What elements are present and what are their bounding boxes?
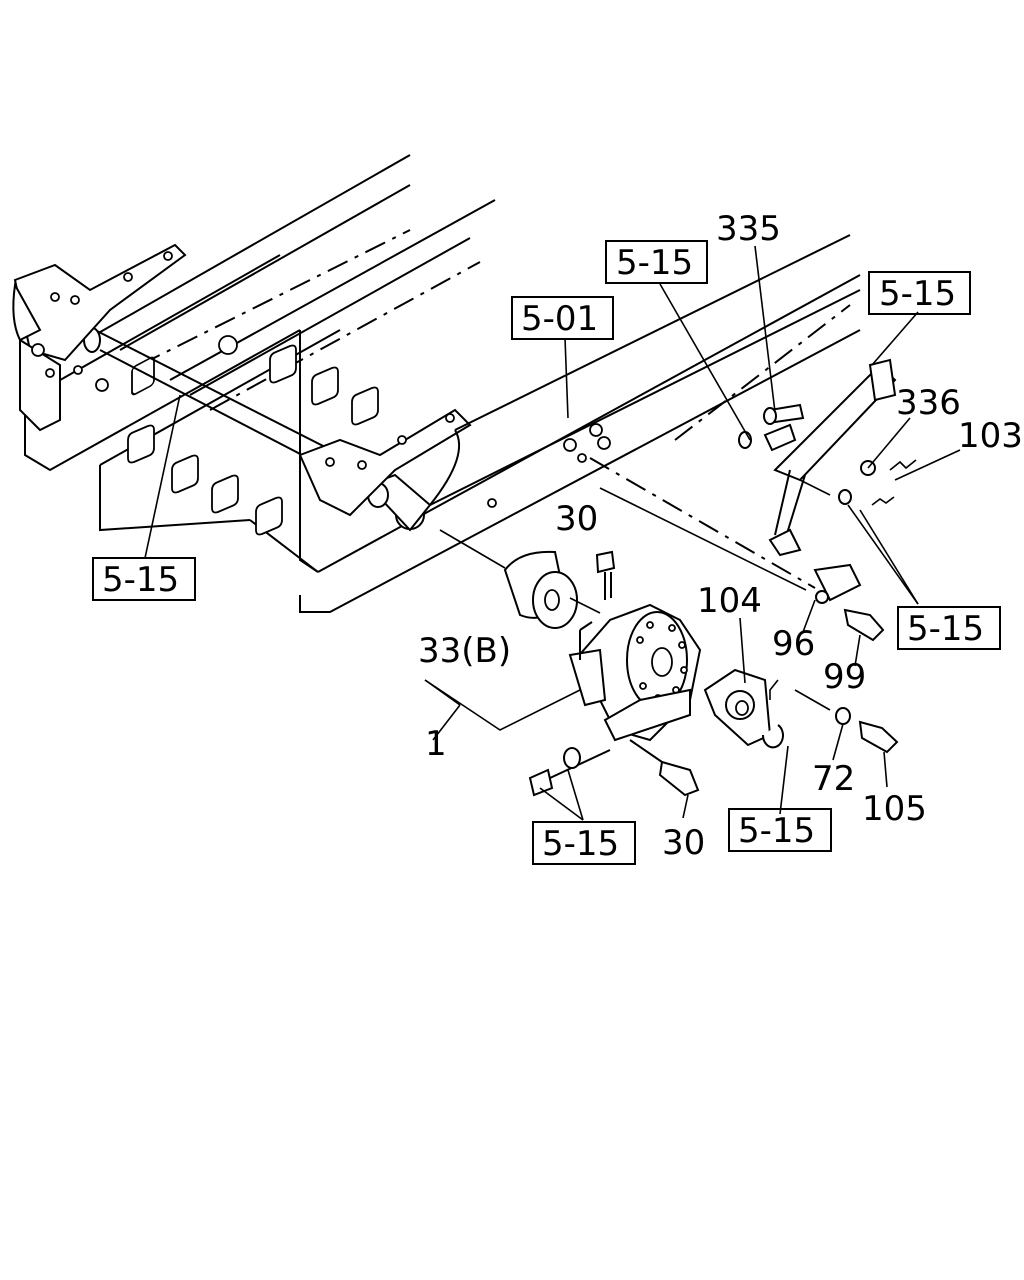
svg-text:5-15: 5-15 (879, 274, 956, 314)
label-33b: 33(B) (418, 631, 511, 671)
label-30-bottom: 30 (662, 823, 705, 863)
label-96: 96 (772, 624, 815, 664)
label-335: 335 (716, 209, 781, 249)
svg-text:5-15: 5-15 (542, 824, 619, 864)
svg-text:5-01: 5-01 (521, 299, 598, 339)
label-336: 336 (896, 383, 961, 423)
label-103: 103 (958, 416, 1023, 456)
label-99: 99 (823, 657, 866, 697)
stabilizer-link-assembly (674, 304, 917, 604)
svg-text:5-15: 5-15 (102, 560, 179, 600)
label-104: 104 (697, 581, 762, 621)
label-105: 105 (862, 789, 927, 829)
reference-boxes: 5-15 5-15 5-01 5-15 5-15 5-15 5-15 (92, 240, 1001, 865)
ref-box-515-mid-right[interactable]: 5-15 (897, 606, 1001, 650)
svg-text:5-15: 5-15 (738, 811, 815, 851)
label-30-top: 30 (555, 499, 598, 539)
ref-box-515-upper-center[interactable]: 5-15 (605, 240, 708, 284)
bracket-bush-assembly (439, 529, 899, 797)
ref-box-501[interactable]: 5-01 (511, 296, 614, 340)
svg-text:5-15: 5-15 (907, 609, 984, 649)
ref-box-515-left[interactable]: 5-15 (92, 557, 196, 601)
leader-lines (144, 245, 961, 821)
ref-box-515-bottom-right[interactable]: 5-15 (728, 808, 832, 852)
label-1: 1 (425, 724, 447, 764)
ref-box-515-bottom-left[interactable]: 5-15 (532, 821, 636, 865)
svg-text:5-15: 5-15 (616, 243, 693, 283)
label-72: 72 (812, 759, 855, 799)
ref-box-515-upper-right[interactable]: 5-15 (868, 271, 971, 315)
chassis-frame (12, 154, 861, 613)
part-number-labels: 335 336 103 30 104 33(B) 96 99 1 72 105 … (418, 209, 1023, 863)
